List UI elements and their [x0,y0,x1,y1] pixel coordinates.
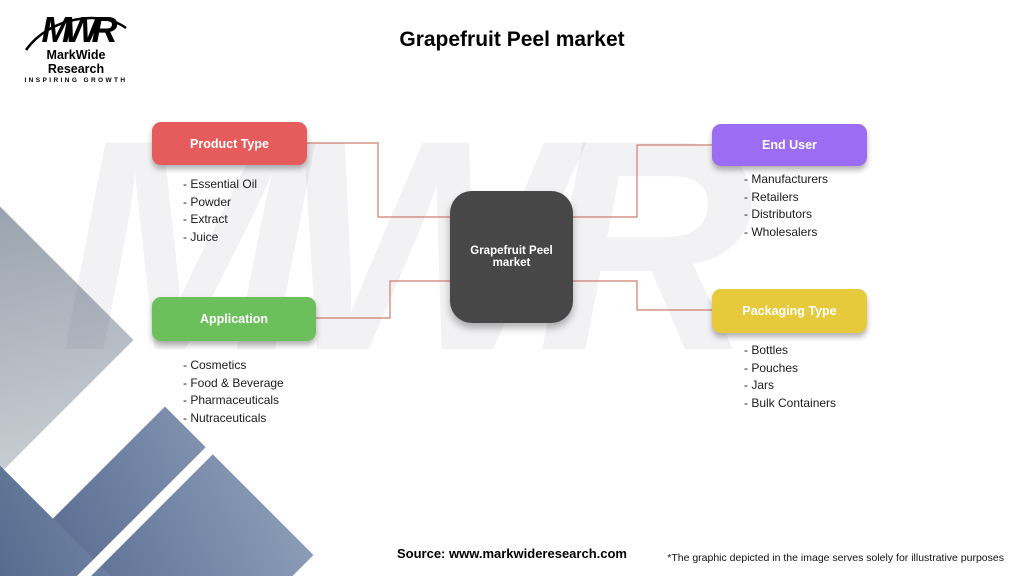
node-end-user: End User [712,124,867,166]
list-item: - Pharmaceuticals [183,393,280,408]
product-type-list: - Essential Oil - Powder - Extract - Jui… [183,176,257,247]
logo-acronym: MWR [41,9,118,50]
list-item: - Distributors [744,207,813,222]
logo-tagline: Inspiring Growth [24,76,128,84]
disclaimer-text: *The graphic depicted in the image serve… [667,552,1004,564]
list-item: - Bottles [744,343,789,357]
end-user-list: - Manufacturers - Retailers - Distributo… [744,171,828,242]
logo: MWR MarkWide Research Inspiring Growth [20,10,132,84]
application-list: - Cosmetics - Food & Beverage - Pharmace… [183,357,284,428]
list-item: - Pouches [744,360,799,375]
node-packaging-type: Packaging Type [712,289,867,333]
packaging-type-list: - Bottles - Pouches - Jars - Bulk Contai… [744,342,836,413]
list-item: - Bulk Containers [744,396,837,411]
node-application: Application [152,297,316,341]
center-node: Grapefruit Peel market [450,191,573,323]
list-item: - Cosmetics [183,358,247,372]
node-product-type: Product Type [152,122,307,165]
list-item: - Juice [183,230,219,245]
list-item: - Wholesalers [744,225,818,240]
source-text: Source: www.markwideresearch.com [396,546,627,561]
list-item: - Manufacturers [744,172,829,186]
list-item: - Extract [183,212,228,227]
page-title: Grapefruit Peel market [399,28,625,51]
list-item: - Powder [183,194,232,209]
center-node-label: Grapefruit Peel market [470,245,553,269]
logo-swoosh-icon [24,16,127,51]
list-item: - Food & Beverage [183,375,284,390]
list-item: - Essential Oil [183,177,258,191]
logo-name: MarkWide Research [46,47,106,76]
list-item: - Nutraceuticals [183,411,267,426]
list-item: - Retailers [744,189,799,204]
list-item: - Jars [744,378,774,393]
